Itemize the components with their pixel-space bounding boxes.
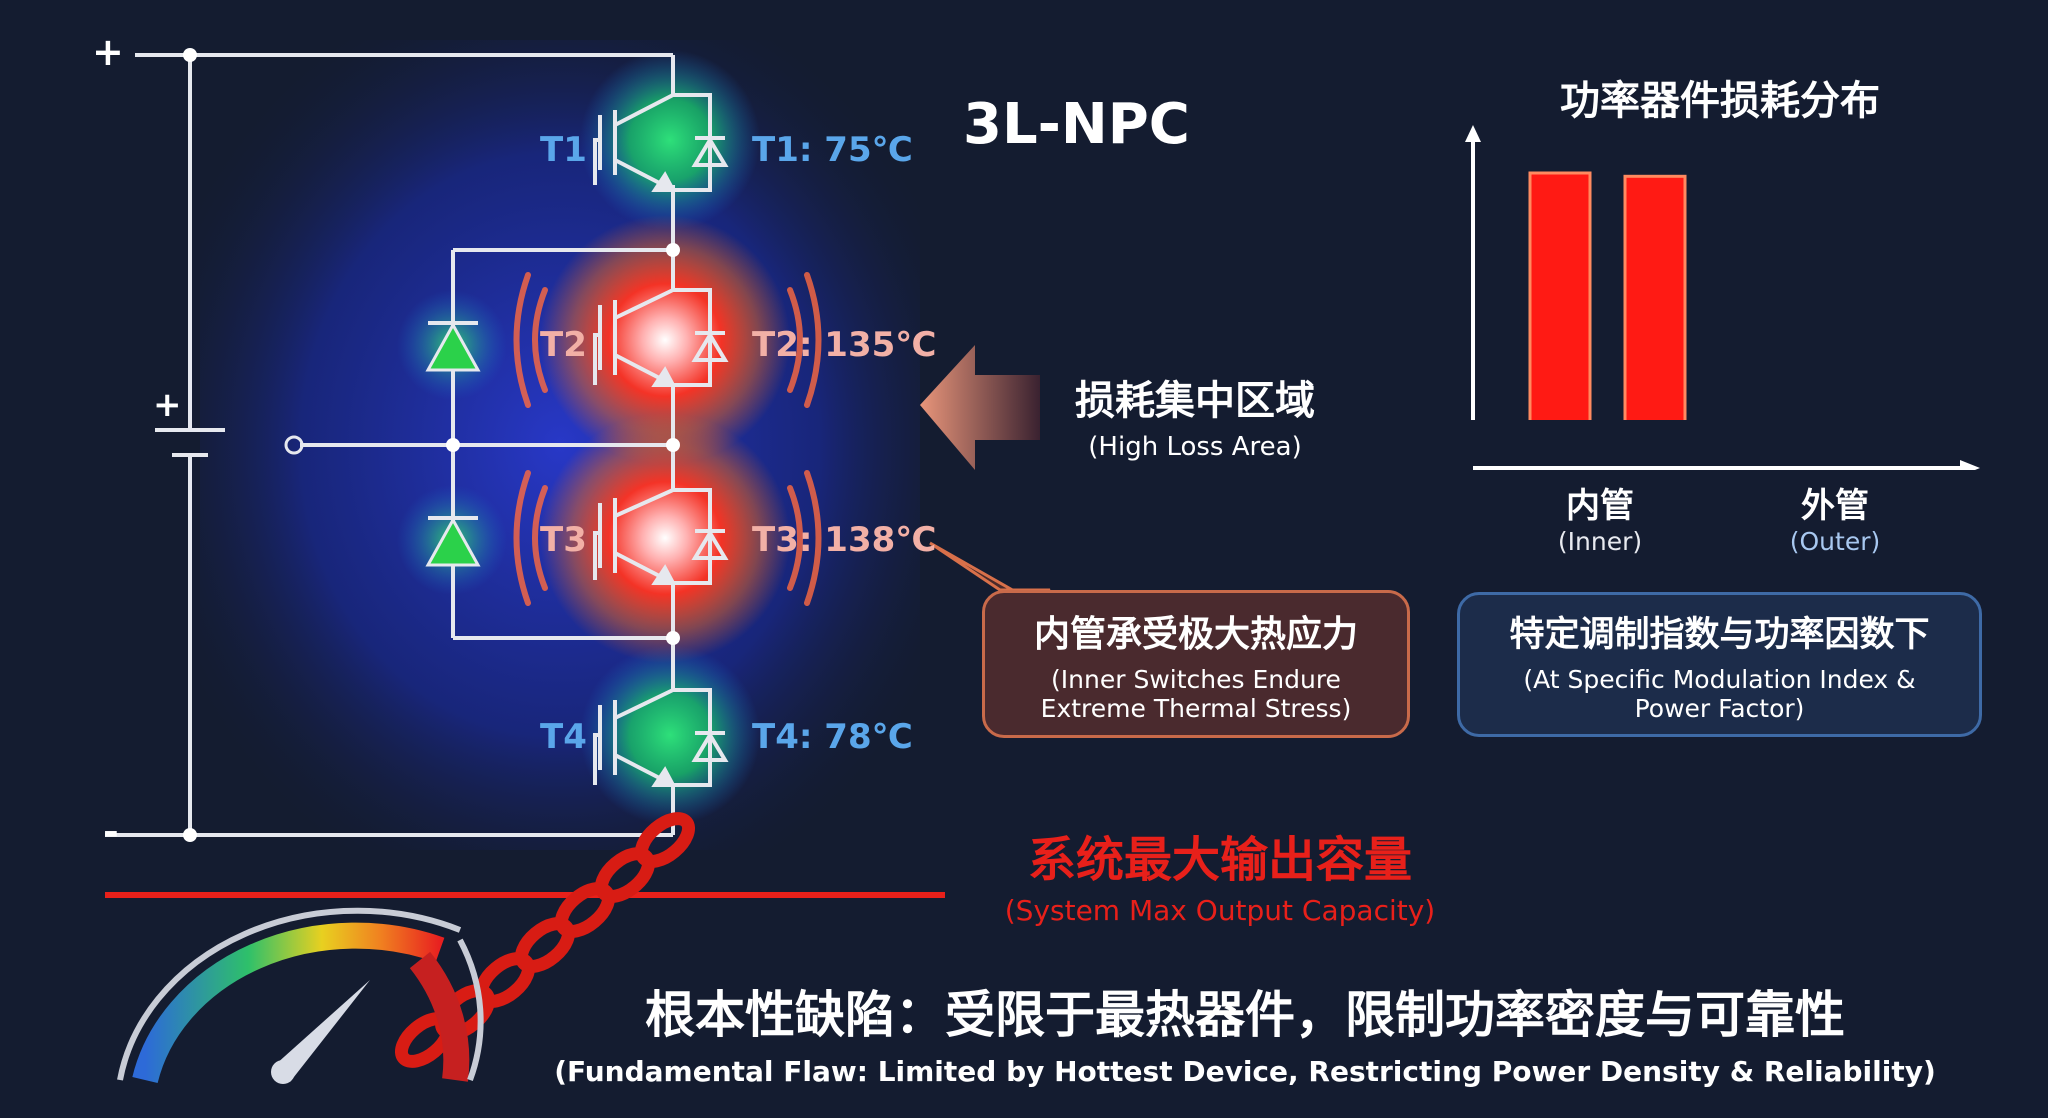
t1-name-label: T1 bbox=[540, 130, 587, 170]
system-capacity-en: (System Max Output Capacity) bbox=[1004, 894, 1436, 927]
inner-stress-en-1: (Inner Switches Endure bbox=[1051, 665, 1341, 694]
igbt-t3-symbol bbox=[593, 488, 729, 585]
note-en-1: (At Specific Modulation Index & bbox=[1523, 665, 1916, 694]
fundamental-flaw: 根本性缺陷：受限于最热器件，限制功率密度与可靠性 (Fundamental Fl… bbox=[500, 975, 1990, 1088]
system-capacity-label: 系统最大输出容量 (System Max Output Capacity) bbox=[960, 820, 1480, 927]
inner-loss-bar bbox=[1528, 171, 1592, 420]
igbt-t1-symbol bbox=[593, 93, 729, 192]
clamp-diode-lower bbox=[425, 516, 481, 567]
t3-temp-label: T3: 138℃ bbox=[752, 520, 937, 560]
category-outer-label: 外管 bbox=[1801, 486, 1869, 526]
loss-distribution-chart bbox=[1465, 125, 1687, 420]
inner-stress-en-2: Extreme Thermal Stress) bbox=[1040, 694, 1352, 723]
high-loss-en: (High Loss Area) bbox=[1088, 432, 1302, 462]
category-inner-label: 内管 bbox=[1566, 486, 1634, 526]
igbt-t4-symbol bbox=[593, 688, 729, 787]
t2-temp-label: T2: 135℃ bbox=[752, 325, 937, 365]
t4-name-label: T4 bbox=[540, 717, 587, 757]
chart-title-text: 功率器件损耗分布 bbox=[1560, 78, 1880, 124]
t2-name-label: T2 bbox=[540, 325, 587, 365]
plus-terminal-label: + bbox=[92, 30, 124, 74]
chart-category-outer: 外管 (Outer) bbox=[1735, 478, 1935, 556]
category-outer-sublabel: (Outer) bbox=[1789, 527, 1881, 556]
t2-hot-glow bbox=[540, 215, 790, 465]
chart-title: 功率器件损耗分布 bbox=[1480, 68, 1960, 126]
inner-stress-callout: 内管承受极大热应力 (Inner Switches Endure Extreme… bbox=[982, 590, 1410, 738]
t1-glow bbox=[580, 50, 760, 230]
diagram-title: 3L-NPC bbox=[963, 92, 1190, 157]
junction-dots bbox=[183, 48, 680, 842]
igbt-t2-symbol bbox=[593, 288, 729, 387]
t3-hot-glow bbox=[540, 413, 790, 663]
high-loss-area: 损耗集中区域 (High Loss Area) bbox=[1045, 368, 1345, 462]
system-capacity-cn: 系统最大输出容量 bbox=[1027, 832, 1412, 888]
fundamental-flaw-en: (Fundamental Flaw: Limited by Hottest De… bbox=[554, 1055, 1936, 1088]
output-terminal bbox=[284, 435, 304, 455]
capacitor-plus-label: + bbox=[153, 385, 182, 425]
note-en-2: Power Factor) bbox=[1634, 694, 1805, 723]
chart-x-axis-line bbox=[1473, 460, 1980, 470]
chain-icon bbox=[394, 812, 696, 1068]
inner-stress-cn: 内管承受极大热应力 bbox=[1033, 614, 1358, 655]
high-loss-cn: 损耗集中区域 bbox=[1075, 378, 1315, 424]
t4-glow bbox=[580, 645, 760, 825]
t1-temp-label: T1: 75℃ bbox=[752, 130, 913, 170]
t3-name-label: T3 bbox=[540, 520, 587, 560]
modulation-note-callout: 特定调制指数与功率因数下 (At Specific Modulation Ind… bbox=[1457, 592, 1982, 737]
clamp-diode-upper bbox=[425, 321, 481, 372]
inner-loss-bar bbox=[1623, 174, 1687, 420]
chart-x-axis-arrow bbox=[1960, 460, 1980, 470]
chart-category-inner: 内管 (Inner) bbox=[1500, 478, 1700, 556]
fundamental-flaw-cn: 根本性缺陷：受限于最热器件，限制功率密度与可靠性 bbox=[645, 986, 1845, 1044]
category-inner-sublabel: (Inner) bbox=[1557, 527, 1643, 556]
minus-terminal-label: - bbox=[103, 810, 119, 854]
note-cn: 特定调制指数与功率因数下 bbox=[1509, 615, 1930, 655]
chart-y-axis-arrow bbox=[1465, 125, 1481, 142]
high-loss-arrow bbox=[920, 345, 1040, 470]
gauge-icon bbox=[117, 907, 484, 1084]
t4-temp-label: T4: 78℃ bbox=[752, 717, 913, 757]
heat-waves bbox=[513, 272, 822, 606]
